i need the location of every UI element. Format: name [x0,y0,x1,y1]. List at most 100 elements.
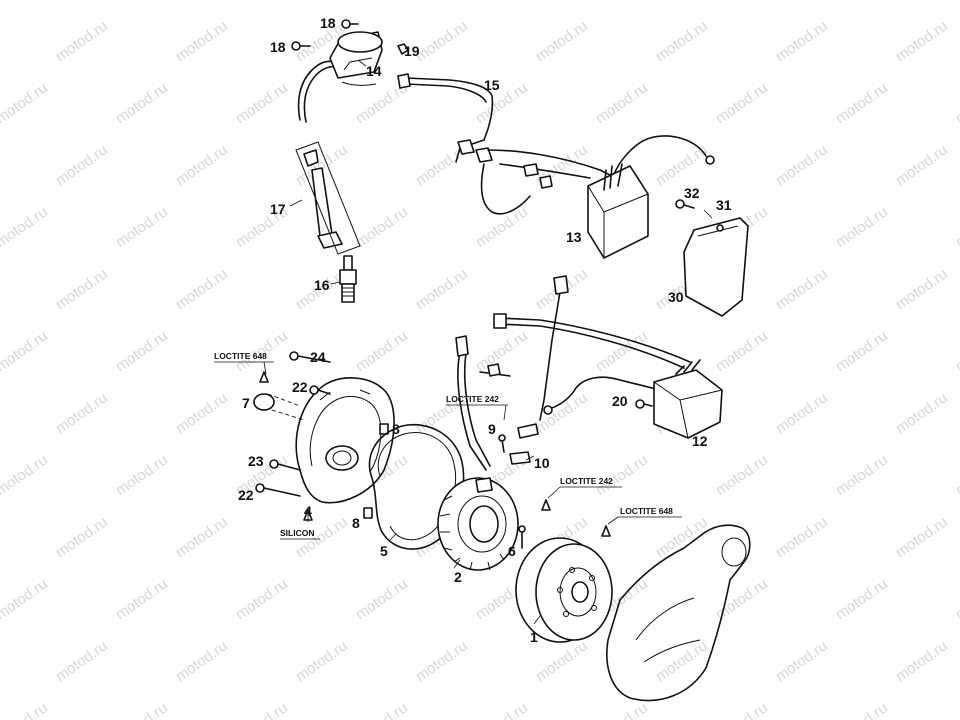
watermark-text: motod.ru [353,327,411,375]
screw-32 [675,199,695,209]
watermark-text: motod.ru [353,203,411,251]
watermark-text: motod.ru [233,699,291,720]
watermark-text: motod.ru [833,575,891,623]
watermark-text: motod.ru [893,637,951,685]
callout-14: 14 [366,63,382,79]
callout-16: 16 [314,277,330,293]
callout-18-top: 18 [320,15,336,31]
watermark-text: motod.ru [713,79,771,127]
watermark-text: motod.ru [293,637,351,685]
callout-23: 23 [248,453,264,469]
watermark-text: motod.ru [413,17,471,65]
callout-17: 17 [270,201,286,217]
callout-15: 15 [484,77,500,93]
note-loctite-648-flywheel: LOCTITE 648 [607,506,682,525]
crankcase-cover [606,524,751,702]
watermark-text: motod.ru [113,575,171,623]
watermark-text: motod.ru [773,17,831,65]
watermark-text: motod.ru [713,0,771,3]
callout-8-lower: 8 [352,515,360,531]
watermark-text: motod.ru [833,79,891,127]
plug-7 [253,371,275,411]
callout-4: 4 [304,503,312,519]
note-loctite-242-pickup: LOCTITE 242 [446,394,508,421]
watermark-text: motod.ru [473,327,531,375]
watermark-text: motod.ru [713,327,771,375]
loctite-drop-a [541,499,551,511]
watermark-text: motod.ru [173,265,231,313]
svg-text:LOCTITE 648: LOCTITE 648 [214,351,267,361]
watermark-text: motod.ru [53,513,111,561]
note-loctite-242-flywheel: LOCTITE 242 [547,476,622,499]
svg-text:LOCTITE 242: LOCTITE 242 [560,476,613,486]
watermark-text: motod.ru [173,141,231,189]
watermark-text: motod.ru [773,513,831,561]
voltage-regulator [493,275,723,439]
watermark-text: motod.ru [713,451,771,499]
watermark-text: motod.ru [893,513,951,561]
watermark-text: motod.ru [0,79,51,127]
watermark-text: motod.ru [113,327,171,375]
screw-6 [518,525,526,549]
stator [437,477,519,571]
svg-text:LOCTITE 242: LOCTITE 242 [446,394,499,404]
watermark-text: motod.ru [113,451,171,499]
watermark-text: motod.ru [773,637,831,685]
watermark-text: motod.ru [953,203,960,251]
watermark-text: motod.ru [173,389,231,437]
watermark-text: motod.ru [473,0,531,3]
callout-9: 9 [488,421,496,437]
dowel-8-lower [363,507,373,519]
callout-19: 19 [404,43,420,59]
watermark-text: motod.ru [773,141,831,189]
watermark-text: motod.ru [833,327,891,375]
watermark-text: motod.ru [0,575,51,623]
watermark-text: motod.ru [953,327,960,375]
watermark-text: motod.ru [173,17,231,65]
watermark-text: motod.ru [53,141,111,189]
watermark-text: motod.ru [533,637,591,685]
watermark-text: motod.ru [53,17,111,65]
watermark-text: motod.ru [233,575,291,623]
watermark-text: motod.ru [353,575,411,623]
screw-18-top [341,19,359,29]
callout-7: 7 [242,395,250,411]
callout-20: 20 [612,393,628,409]
watermark-text: motod.ru [473,203,531,251]
bolt-23 [269,459,301,471]
watermark-text: motod.ru [113,0,171,3]
watermark-text: motod.ru [113,203,171,251]
watermark-text: motod.ru [593,699,651,720]
spark-plug [339,255,357,303]
cdi-bracket [683,217,749,317]
watermark-text: motod.ru [233,79,291,127]
bolt-24 [289,351,331,363]
callout-2: 2 [454,569,462,585]
callout-12: 12 [692,433,708,449]
watermark-text: motod.ru [953,451,960,499]
watermark-text: motod.ru [653,513,711,561]
callout-6: 6 [508,543,516,559]
callout-13: 13 [566,229,582,245]
watermark-text: motod.ru [593,0,651,3]
spark-plug-cap [295,141,361,255]
svg-text:SILICON: SILICON [280,528,314,538]
callout-32: 32 [684,185,700,201]
watermark-text: motod.ru [473,699,531,720]
watermark-text: motod.ru [893,389,951,437]
callout-1: 1 [530,629,538,645]
watermark-text: motod.ru [893,141,951,189]
watermark-text: motod.ru [953,699,960,720]
watermark-text: motod.ru [0,327,51,375]
pickup-sensor-10 [509,451,531,465]
watermark-text: motod.ru [833,203,891,251]
pickup-wiring [455,335,539,471]
cdi-unit [587,163,649,259]
watermark-text: motod.ru [173,637,231,685]
watermark-text: motod.ru [413,637,471,685]
watermark-text: motod.ru [953,0,960,3]
watermark-text: motod.ru [353,0,411,3]
watermark-text: motod.ru [0,699,51,720]
ignition-coil [297,31,383,123]
